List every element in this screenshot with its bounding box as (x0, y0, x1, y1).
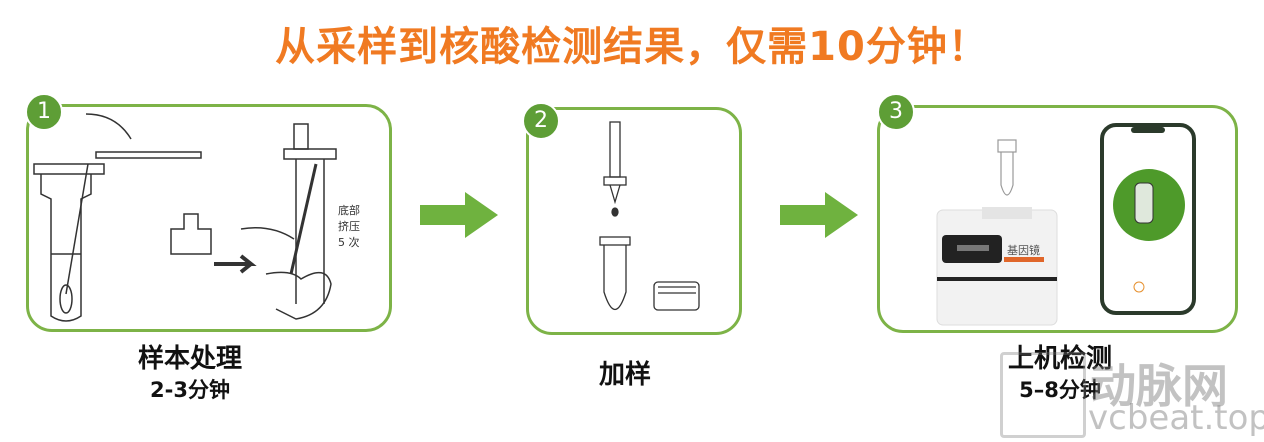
step-3-time: 5–8分钟 (1019, 378, 1101, 402)
sample-adding-illustration (599, 121, 700, 311)
cap-icon (170, 213, 212, 255)
page-title: 从采样到核酸检测结果，仅需10分钟！ (275, 24, 989, 70)
annotation-line-2: 挤压 (338, 219, 360, 233)
watermark-brand: 动脉网 (1090, 359, 1228, 413)
step-1-time: 2-3分钟 (150, 378, 230, 402)
step-2-badge: 2 (522, 102, 560, 140)
step-1-name: 样本处理 (137, 344, 242, 374)
curved-arrow-icon (85, 113, 132, 140)
step-3-badge: 3 (877, 93, 915, 131)
step-2-panel (526, 107, 742, 335)
step-1-panel (26, 104, 392, 332)
step-2-name: 加样 (598, 360, 651, 390)
step-1-badge: 1 (25, 93, 63, 131)
sample-processing-illustration: 底部 挤压 5 次 (33, 113, 360, 322)
next-step-arrow-icon (780, 192, 858, 238)
annotation-line-3: 5 次 (338, 235, 360, 249)
device-label: 基因镜 (1007, 243, 1040, 257)
next-step-arrow-icon (420, 192, 498, 238)
watermark-site: vcbeat.top (1088, 398, 1264, 438)
detection-device (936, 209, 1058, 326)
annotation-line-1: 底部 (338, 203, 360, 217)
step-3-name: 上机检测 (1007, 344, 1112, 374)
watermark-logo (1000, 352, 1086, 438)
arrow-right-icon (214, 254, 257, 274)
device-illustration: 基因镜 (936, 123, 1196, 326)
